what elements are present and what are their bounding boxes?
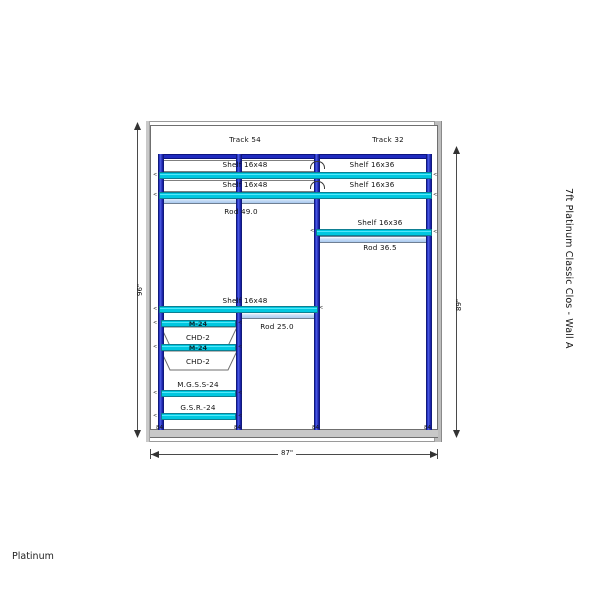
drawing-title: 7ft Platinum Classic Clos - Wall A [563,188,574,349]
bracket-tick-11: < [238,413,243,419]
dimension-tick-bottom-right [437,449,438,459]
rod-left-lower[interactable] [239,312,317,319]
shelf-label-left-lower: Shelf 16x48 [222,296,268,305]
track-label-32: Track 32 [372,135,404,144]
bracket-tick-2: < [153,192,158,198]
unit-label-mgss24: M.G.S.S-24 [177,380,219,389]
dimension-arrow-bottom-left [151,451,159,458]
top-horizontal-track [158,154,432,159]
vertical-track-2 [236,154,242,430]
hardware-glyph-2 [310,181,325,189]
rail-label-m24-1: M-24 [188,320,208,328]
bracket-tick-13: < [433,192,438,198]
vertical-track-1 [158,154,164,430]
bracket-marker-right-middle: < [310,228,315,234]
dimension-arrow-left-bottom [134,430,141,438]
rail-m24-2[interactable] [161,344,236,351]
track-base-label-4: 84 [424,425,432,431]
dimension-arrow-right-bottom [453,430,460,438]
rod-right-middle[interactable] [317,236,432,243]
rod-label-36-5: Rod 36.5 [363,243,397,252]
drawer-label-chd2-2: CHD-2 [185,357,211,366]
bracket-tick-9: < [238,344,243,350]
dimension-label-right: 89" [455,298,463,311]
dimension-line-right [456,150,457,436]
drawer-chd2-2-shape [160,351,238,371]
bracket-marker-left-lower: < [319,305,324,311]
bracket-tick-10: < [238,390,243,396]
rail-gsr24[interactable] [161,413,236,420]
rail-mgss24[interactable] [161,390,236,397]
bracket-tick-4: < [153,320,158,326]
bracket-tick-14: < [433,229,438,235]
vertical-track-3 [314,154,320,430]
bracket-tick-5: < [153,344,158,350]
shelf-label-left-upper-2: Shelf 16x48 [222,180,268,189]
rail-m24-1[interactable] [161,320,236,327]
dimension-label-bottom: 87" [278,449,297,457]
dimension-arrow-left-top [134,122,141,130]
rod-label-49: Rod 49.0 [224,207,258,216]
shelf-left-upper-2[interactable] [159,192,432,199]
rail-label-m24-2: M-24 [188,344,208,352]
bracket-tick-8: < [238,320,243,326]
hardware-glyph-1 [310,161,325,169]
bracket-tick-7: < [153,413,158,419]
shelf-label-right-upper-1: Shelf 16x36 [349,160,395,169]
footer-brand-label: Platinum [12,551,54,562]
dimension-arrow-bottom-right [430,451,438,458]
closet-floor [150,429,438,438]
shelf-label-left-upper-1: Shelf 16x48 [222,160,268,169]
dimension-label-left: 96" [136,283,144,296]
vertical-track-4 [426,154,432,430]
dimension-arrow-right-top [453,146,460,154]
rod-label-25: Rod 25.0 [260,322,294,331]
shelf-label-right-upper-2: Shelf 16x36 [349,180,395,189]
bracket-tick-1: < [153,172,158,178]
dimension-tick-bottom-left [150,449,151,459]
unit-label-gsr24: G.S.R.-24 [180,403,216,412]
bracket-tick-12: < [433,172,438,178]
shelf-left-lower[interactable] [159,306,318,313]
track-label-54: Track 54 [229,135,261,144]
bracket-tick-6: < [153,390,158,396]
drawer-label-chd2-1: CHD-2 [185,333,211,342]
bracket-tick-3: < [153,306,158,312]
track-base-label-3: 84 [312,425,320,431]
shelf-left-upper-1[interactable] [159,172,432,179]
wall-left [146,121,150,442]
dimension-line-left [137,126,138,436]
track-base-label-1: 84 [156,425,164,431]
track-base-label-2: 84 [234,425,242,431]
shelf-label-right-middle: Shelf 16x36 [357,218,403,227]
shelf-right-middle[interactable] [316,229,432,236]
